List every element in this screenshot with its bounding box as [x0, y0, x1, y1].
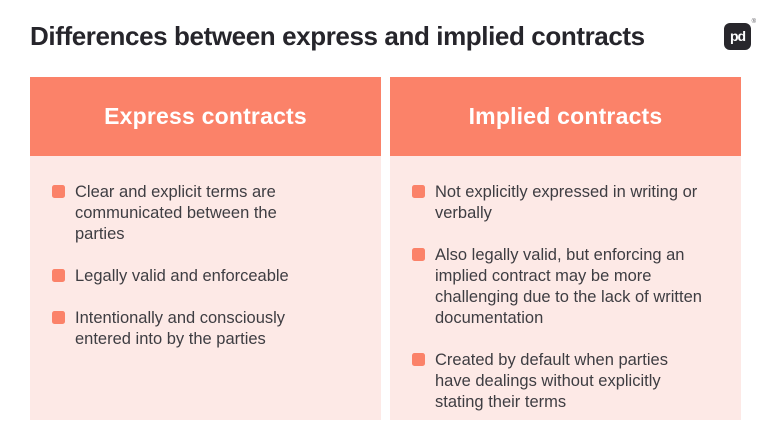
- list-item-text: Also legally valid, but enforcing an imp…: [435, 246, 702, 327]
- header-row: Differences between express and implied …: [30, 19, 756, 51]
- list-item-text: Intentionally and consciously entered in…: [75, 309, 286, 348]
- express-column-header: Express contracts: [30, 77, 381, 156]
- list-item: Also legally valid, but enforcing an imp…: [412, 245, 725, 329]
- express-contracts-column: Express contracts Clear and explicit ter…: [30, 77, 381, 420]
- registered-trademark-icon: ®: [751, 19, 756, 25]
- bullet-square-icon: [52, 269, 65, 282]
- implied-column-header: Implied contracts: [390, 77, 741, 156]
- comparison-columns: Express contracts Clear and explicit ter…: [30, 77, 741, 420]
- implied-bullet-list: Not explicitly expressed in writing or v…: [390, 156, 741, 420]
- list-item-text: Not explicitly expressed in writing or v…: [435, 183, 698, 222]
- list-item-text: Clear and explicit terms are communicate…: [75, 183, 277, 243]
- list-item-text: Created by default when parties have dea…: [435, 351, 668, 411]
- list-item: Clear and explicit terms are communicate…: [52, 182, 365, 245]
- list-item: Intentionally and consciously entered in…: [52, 308, 365, 350]
- bullet-square-icon: [412, 185, 425, 198]
- pandadoc-logo-glyph: pd: [729, 27, 746, 44]
- bullet-square-icon: [52, 311, 65, 324]
- bullet-square-icon: [412, 248, 425, 261]
- list-item-text: Legally valid and enforceable: [75, 267, 289, 285]
- bullet-square-icon: [412, 353, 425, 366]
- page-title: Differences between express and implied …: [30, 21, 645, 51]
- list-item: Created by default when parties have dea…: [412, 350, 725, 413]
- list-item: Not explicitly expressed in writing or v…: [412, 182, 725, 224]
- bullet-square-icon: [52, 185, 65, 198]
- list-item: Legally valid and enforceable: [52, 266, 365, 287]
- implied-contracts-column: Implied contracts Not explicitly express…: [390, 77, 741, 420]
- pandadoc-logo: pd ®: [724, 19, 756, 50]
- express-bullet-list: Clear and explicit terms are communicate…: [30, 156, 381, 420]
